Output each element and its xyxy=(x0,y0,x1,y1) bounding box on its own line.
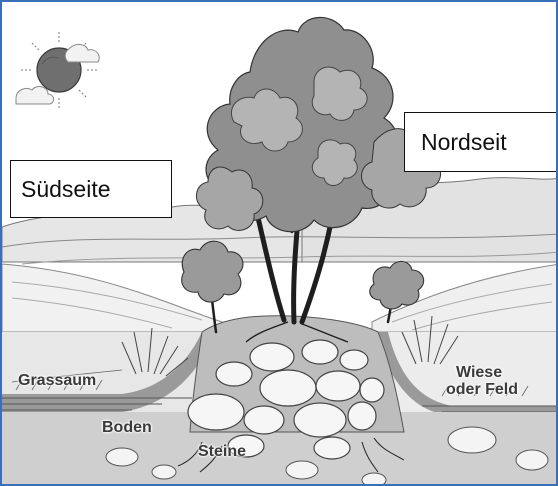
north-side-label: Nordseit xyxy=(404,112,558,172)
sun-behind-clouds-icon xyxy=(16,32,99,108)
meadow-label-line2: oder Feld xyxy=(446,381,518,398)
meadow-label-line1: Wiese xyxy=(446,364,518,381)
stones-label: Steine xyxy=(198,443,246,460)
meadow-label: Wiese oder Feld xyxy=(446,364,518,398)
south-side-label: Südseite xyxy=(10,160,172,218)
soil-label: Boden xyxy=(102,419,152,436)
grass-strip-label: Grassaum xyxy=(18,372,96,389)
